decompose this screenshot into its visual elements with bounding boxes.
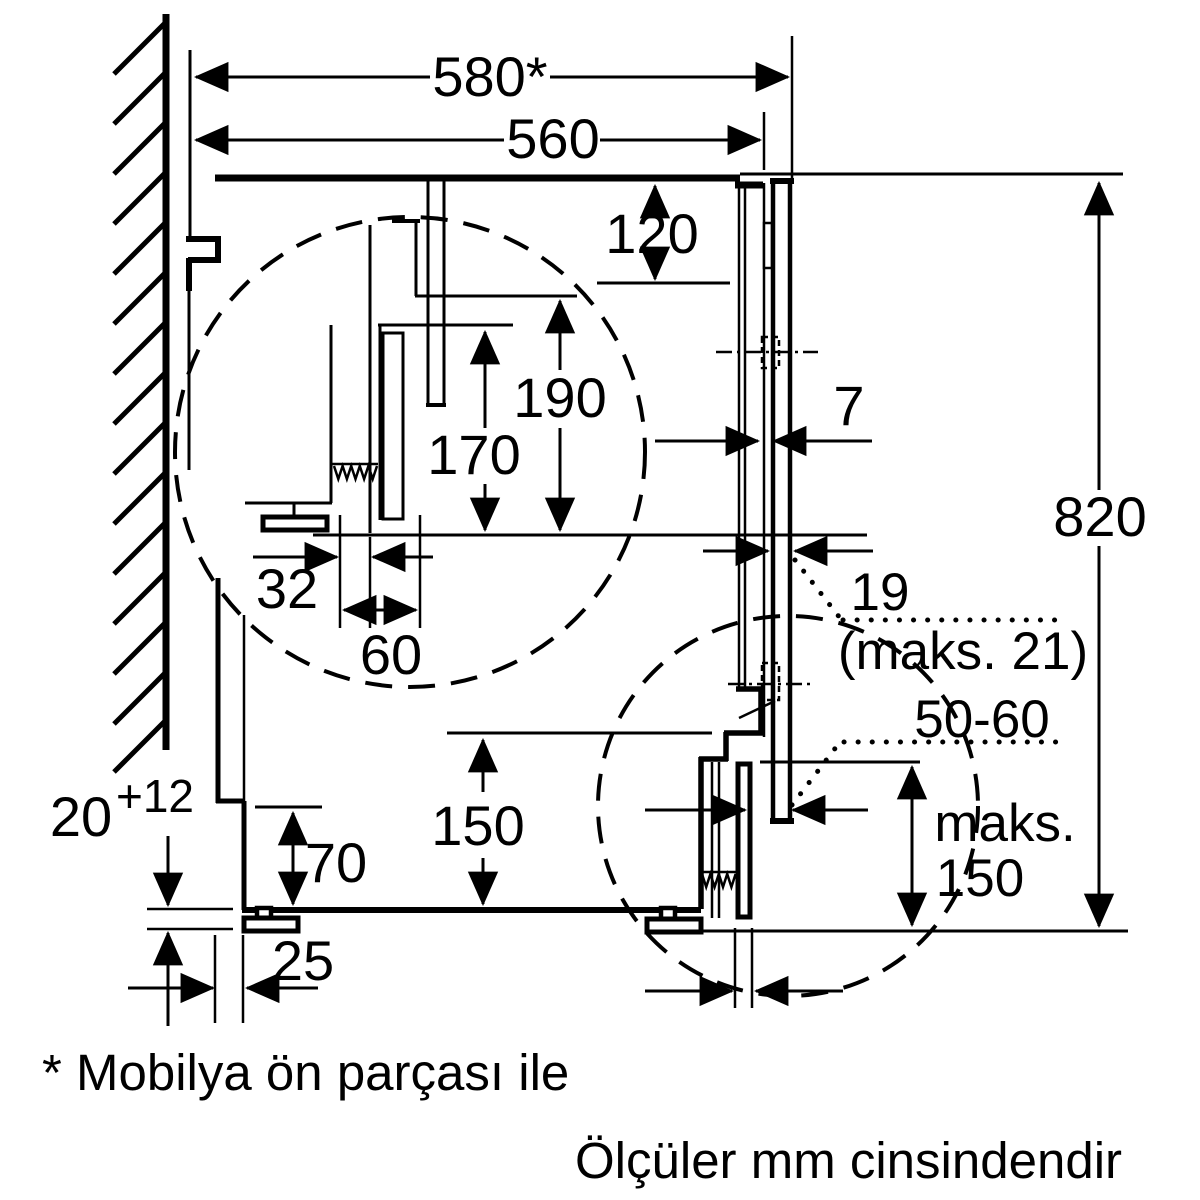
units-note-text: Ölçüler mm cinsindendir — [575, 1132, 1122, 1189]
dim-70-label: 70 — [305, 831, 367, 894]
dim-19-label: 19 — [851, 563, 910, 622]
dim-170-label: 170 — [427, 423, 520, 486]
dim-50-60-label: 50-60 — [914, 690, 1050, 749]
standpipe — [381, 331, 405, 521]
dim-maks150-label: 150 — [936, 849, 1024, 908]
dimension-labels: 580* 560 120 190 170 32 60 7 820 19 (mak… — [50, 45, 1147, 992]
dim-25-label: 25 — [272, 929, 334, 992]
dim-20-sup-label: +12 — [116, 770, 194, 822]
adjustable-foot-left — [241, 905, 301, 934]
cabinet-back-panel — [186, 50, 247, 910]
cut-mark-lower — [700, 869, 737, 892]
hinge-axis-lower — [728, 661, 814, 720]
dim-19-max-label: (maks. 21) — [838, 622, 1088, 681]
leader-19 — [792, 557, 1061, 623]
dim-maks-label: maks. — [934, 794, 1075, 853]
dim-190-label: 190 — [513, 366, 606, 429]
dim-120-label: 120 — [605, 202, 698, 265]
hinge-axis-upper — [716, 335, 818, 370]
wall-hatching — [112, 20, 168, 774]
plinth-step — [698, 686, 764, 909]
leader-lines — [789, 557, 1061, 808]
dim-20-label: 20 — [50, 785, 112, 848]
dim-580-label: 580* — [432, 45, 547, 108]
detail-circle-top — [173, 215, 647, 689]
dim-150-label: 150 — [431, 794, 524, 857]
footnote-text: * Mobilya ön parçası ile — [42, 1044, 569, 1101]
extension-lines — [147, 36, 920, 1023]
dim-560-label: 560 — [506, 107, 599, 170]
dim-820-label: 820 — [1053, 485, 1146, 548]
leader-50-60 — [789, 739, 1061, 808]
notes: * Mobilya ön parçası ile Ölçüler mm cins… — [42, 1044, 1122, 1189]
detail-circle-bottom — [596, 614, 980, 998]
drain-hose-detail — [245, 177, 577, 533]
worktop — [215, 172, 1123, 182]
dimension-arrows — [128, 61, 1115, 1026]
dim-32-label: 32 — [256, 557, 318, 620]
adjustable-foot-right — [644, 905, 704, 935]
dim-60-label: 60 — [360, 623, 422, 686]
cut-mark-upper — [332, 462, 379, 483]
dim-7-label: 7 — [833, 374, 864, 437]
furniture-door — [770, 178, 794, 824]
